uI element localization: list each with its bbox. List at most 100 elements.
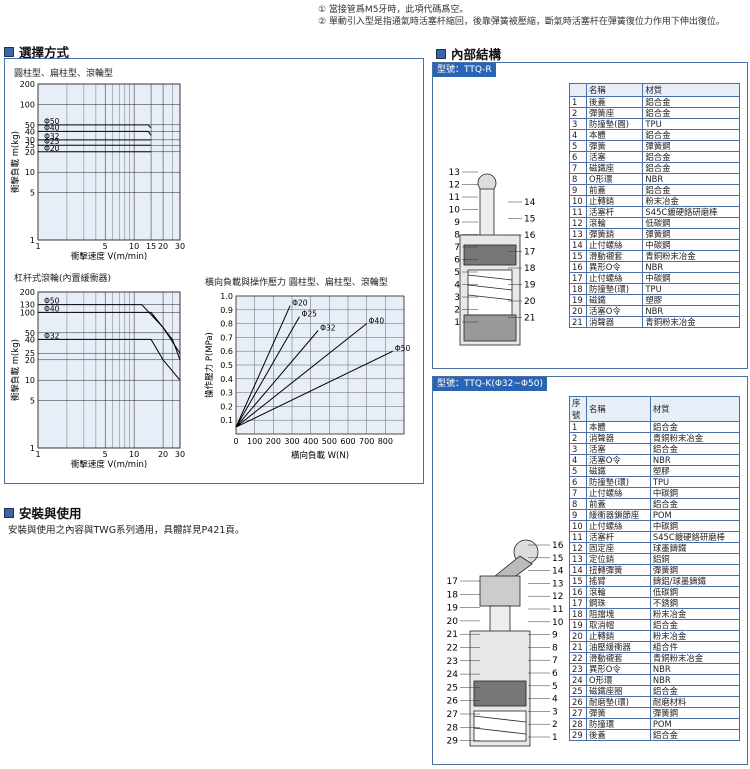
table-r-cell: 彈簧 xyxy=(585,140,644,152)
table-r-cell: 青銅粉末冶金 xyxy=(642,250,740,262)
table-r-cell: 本體 xyxy=(585,129,644,141)
table-k-cell: 8 xyxy=(569,498,587,510)
table-k-cell: 21 xyxy=(569,641,587,653)
callout-label: 13 xyxy=(449,168,460,178)
callout-label: 15 xyxy=(524,215,535,225)
table-k-cell: 鋁銅 xyxy=(649,553,741,565)
table-r-cell: 青銅粉末冶金 xyxy=(642,316,740,328)
series-label: Φ40 xyxy=(44,304,60,313)
table-r-cell: 防撞墊(圓) xyxy=(585,118,644,130)
series-line-Φ50 xyxy=(38,304,181,354)
table-k-cell: 3 xyxy=(569,443,587,455)
table-r-cell: 18 xyxy=(569,283,587,295)
x-axis-label: 橫向負載 W(N) xyxy=(291,450,349,461)
y-tick-label: 50 xyxy=(25,121,35,130)
y-tick-label: 1 xyxy=(30,444,35,453)
table-k-cell: 鋼珠 xyxy=(586,597,651,609)
series-line-Φ50 xyxy=(235,350,394,428)
callout-label: 6 xyxy=(552,669,558,679)
x-tick-label: 20 xyxy=(158,450,168,459)
callout-label: 11 xyxy=(449,193,460,203)
table-k-cell: 消聲器 xyxy=(586,432,651,444)
x-tick-label: 5 xyxy=(103,242,108,251)
callout-label: 21 xyxy=(447,630,458,640)
table-k-cell: 20 xyxy=(569,630,587,642)
table-r-cell: 9 xyxy=(569,184,587,196)
y-tick-label: 10 xyxy=(25,168,35,177)
table-k-cell: 粉末冶金 xyxy=(649,608,741,620)
x-axis-label: 衝擊速度 V(m/min) xyxy=(71,459,147,470)
table-k-cell: 防撞墊(環) xyxy=(586,476,651,488)
table-r-cell: 鋁合金 xyxy=(642,162,740,174)
x-tick-label: 300 xyxy=(284,437,299,446)
table-r-cell: 磁鐵 xyxy=(585,294,644,306)
callout-label: 5 xyxy=(454,268,460,278)
x-tick-label: 15 xyxy=(146,242,156,251)
x-tick-label: 400 xyxy=(303,437,318,446)
x-tick-label: 500 xyxy=(322,437,337,446)
y-tick-label: 50 xyxy=(25,329,35,338)
callout-label: 16 xyxy=(524,231,536,241)
table-r-cell: S45C鍍硬鉻研磨棒 xyxy=(642,206,740,218)
series-label: Φ40 xyxy=(44,123,60,132)
callout-label: 15 xyxy=(552,554,563,564)
table-k-cell: 12 xyxy=(569,542,587,554)
x-tick-label: 1 xyxy=(35,242,40,251)
callout-label: 10 xyxy=(552,618,564,628)
x-tick-label: 200 xyxy=(266,437,281,446)
table-k-cell: 鋁合金 xyxy=(649,685,741,697)
callout-label: 10 xyxy=(449,206,461,216)
table-k-cell: NBR xyxy=(649,454,741,466)
table-k-cell: 26 xyxy=(569,696,587,708)
x-tick-label: 800 xyxy=(378,437,393,446)
table-r-cell: 鋁合金 xyxy=(642,129,740,141)
table-r-cell: 中碳鋼 xyxy=(642,272,740,284)
callout-label: 11 xyxy=(552,605,563,615)
table-r-cell: 19 xyxy=(569,294,587,306)
callout-label: 8 xyxy=(552,643,558,653)
callout-label: 21 xyxy=(524,314,535,324)
callout-label: 1 xyxy=(552,733,558,743)
table-r-cell: 磁鐵座 xyxy=(585,162,644,174)
series-label: Φ20 xyxy=(292,299,308,308)
chart1-caption: 圓柱型、扁柱型、滾輪型 xyxy=(14,69,114,79)
table-r-header-1: 名稱 xyxy=(585,83,644,97)
table-k-cell: 29 xyxy=(569,729,587,741)
y-tick-label: 10 xyxy=(25,376,35,385)
table-k-cell: 球墨鑄鐵 xyxy=(649,542,741,554)
table-k-cell: 鋁合金 xyxy=(649,443,741,455)
section-heading-structure: 內部結構 xyxy=(436,44,501,63)
table-k-cell: 定位銷 xyxy=(586,553,651,565)
table-k-cell: 青銅粉末冶金 xyxy=(649,652,741,664)
table-k-header-1: 名稱 xyxy=(586,396,651,422)
model-label-k: 型號：TTQ-K(Φ32~Φ50) xyxy=(433,377,547,391)
table-r-cell: 20 xyxy=(569,305,587,317)
table-r-cell: 10 xyxy=(569,195,587,207)
table-r-cell: 8 xyxy=(569,173,587,185)
table-r-cell: TPU xyxy=(642,118,740,130)
table-k-cell: 15 xyxy=(569,575,587,587)
callout-label: 1 xyxy=(454,318,460,328)
table-r-cell: 1 xyxy=(569,96,587,108)
x-tick-label: 0 xyxy=(233,437,238,446)
table-r-cell: 鋁合金 xyxy=(642,96,740,108)
table-r-cell: 異形O令 xyxy=(585,261,644,273)
table-r-cell: 止轉銷 xyxy=(585,195,644,207)
series-line-Φ20 xyxy=(235,305,291,428)
callout-label: 7 xyxy=(552,656,558,666)
